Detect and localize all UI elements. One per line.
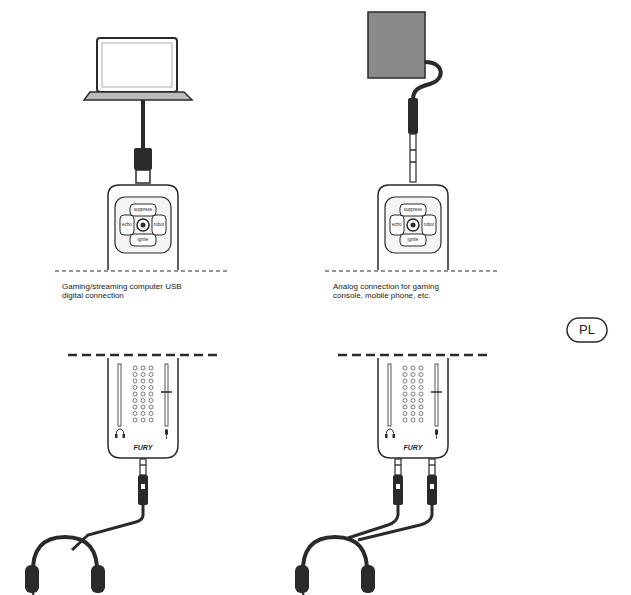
console-box: [368, 12, 425, 78]
jack-body: [427, 475, 437, 505]
button-label: suppress: [401, 207, 425, 212]
language-code: PL: [569, 323, 605, 338]
language-badge: [567, 318, 607, 342]
audio-cable: [413, 62, 441, 100]
headset: [25, 537, 105, 595]
cut-line: [338, 354, 488, 357]
laptop-display: [102, 43, 172, 87]
cut-line: [68, 354, 218, 357]
device-top: [378, 185, 448, 270]
button-label: suppress: [131, 207, 155, 212]
laptop-screen: [97, 38, 177, 92]
brand-logo: FURY: [393, 444, 433, 452]
button-label: ignite: [131, 237, 155, 242]
laptop-base: [84, 92, 192, 100]
device-top: [108, 185, 178, 270]
connection-caption: Gaming/streaming computer USB digital co…: [62, 282, 182, 300]
cut-line: [55, 271, 228, 272]
jack-tip: [140, 459, 146, 475]
jack-body: [138, 475, 148, 505]
connection-caption: Analog connection for gaming console, mo…: [333, 282, 453, 300]
button-label: ignite: [401, 237, 425, 242]
button-label: robot: [147, 222, 171, 227]
device-bottom: [108, 358, 178, 458]
usb-plug: [134, 148, 152, 170]
headset: [295, 537, 375, 595]
button-label: echo: [115, 222, 139, 227]
jack-tip: [395, 459, 401, 475]
jack-tip: [429, 459, 435, 475]
button-label: echo: [385, 222, 409, 227]
brand-logo: FURY: [123, 444, 163, 452]
usb-connector: [136, 170, 150, 183]
jack-body: [408, 98, 418, 134]
headset-cable: [72, 505, 143, 550]
button-label: robot: [417, 222, 441, 227]
jack-body: [393, 475, 403, 505]
cut-line: [325, 271, 500, 272]
headset-cable: [358, 505, 432, 540]
usb-cable: [141, 100, 145, 150]
jack-tip: [410, 134, 416, 182]
device-bottom: [378, 358, 448, 458]
